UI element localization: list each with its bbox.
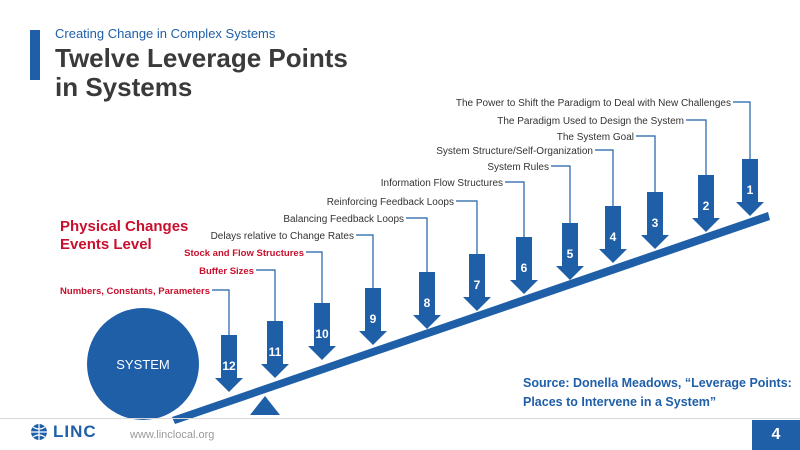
leverage-number-9: 9 [370, 312, 377, 326]
source-line-1: Source: Donella Meadows, “Leverage Point… [523, 376, 792, 390]
leverage-number-2: 2 [703, 199, 710, 213]
leader-line-4 [595, 149, 614, 206]
fulcrum-triangle [250, 396, 280, 415]
leverage-arrow-1 [736, 159, 764, 216]
leverage-number-12: 12 [222, 359, 236, 373]
leverage-arrow-12 [215, 335, 243, 392]
system-circle [87, 308, 199, 420]
leverage-label-6: Information Flow Structures [381, 178, 503, 189]
leverage-arrow-10 [308, 303, 336, 360]
leverage-label-7: Reinforcing Feedback Loops [327, 197, 454, 208]
leader-line-8 [406, 217, 428, 272]
leverage-arrow-2 [692, 175, 720, 232]
leader-line-12 [212, 289, 230, 335]
leverage-label-1: The Power to Shift the Paradigm to Deal … [456, 98, 731, 109]
leader-line-7 [456, 200, 478, 254]
leader-line-1 [733, 101, 751, 159]
leverage-arrow-4 [599, 206, 627, 263]
physical-changes-label: Physical Changes Events Level [60, 218, 188, 254]
leverage-arrow-11 [261, 321, 289, 378]
source-line-2: Places to Intervene in a System” [523, 395, 717, 409]
system-label: SYSTEM [116, 357, 169, 372]
source-citation: Source: Donella Meadows, “Leverage Point… [523, 374, 792, 412]
slide-subtitle: Creating Change in Complex Systems [55, 26, 276, 41]
title-accent-bar [30, 30, 40, 80]
leverage-label-9: Delays relative to Change Rates [211, 231, 354, 242]
leverage-arrow-7 [463, 254, 491, 311]
lever-beam [172, 212, 770, 424]
leverage-number-4: 4 [610, 230, 617, 244]
leverage-label-8: Balancing Feedback Loops [283, 214, 404, 225]
page-number-box: 4 [752, 420, 800, 450]
leverage-label-3: The System Goal [557, 132, 634, 143]
leader-line-10 [306, 251, 323, 303]
leverage-label-10: Stock and Flow Structures [184, 248, 304, 259]
leverage-number-7: 7 [474, 278, 481, 292]
leverage-number-6: 6 [521, 261, 528, 275]
leverage-number-8: 8 [424, 296, 431, 310]
physical-changes-line-2: Events Level [60, 236, 152, 253]
leverage-label-2: The Paradigm Used to Design the System [497, 116, 684, 127]
leverage-label-5: System Rules [487, 162, 549, 173]
leverage-arrow-6 [510, 237, 538, 294]
leader-line-9 [356, 234, 374, 288]
footer-divider [0, 418, 800, 419]
physical-changes-line-1: Physical Changes [60, 218, 189, 235]
leverage-arrow-3 [641, 192, 669, 249]
leverage-number-3: 3 [652, 216, 659, 230]
leverage-arrow-8 [413, 272, 441, 329]
logo-text: LINC [53, 422, 97, 441]
page-number: 4 [771, 426, 781, 443]
leader-line-2 [686, 119, 707, 175]
slide-title-line-2: in Systems [55, 72, 193, 102]
leader-line-5 [551, 165, 571, 223]
leverage-arrow-9 [359, 288, 387, 345]
slide-title: Twelve Leverage Points in Systems [55, 44, 348, 102]
leverage-label-11: Buffer Sizes [199, 266, 254, 277]
globe-icon [31, 424, 47, 440]
leader-line-6 [505, 181, 525, 237]
leverage-number-5: 5 [567, 247, 574, 261]
slide-title-line-1: Twelve Leverage Points [55, 43, 348, 73]
leader-line-3 [636, 135, 656, 192]
leverage-label-4: System Structure/Self-Organization [436, 146, 593, 157]
leverage-number-1: 1 [747, 183, 754, 197]
leverage-label-12: Numbers, Constants, Parameters [60, 286, 210, 297]
leader-line-11 [256, 269, 276, 321]
linc-logo: LINC [30, 422, 97, 442]
footer-url[interactable]: www.linclocal.org [130, 429, 215, 441]
leverage-number-10: 10 [315, 327, 329, 341]
leverage-number-11: 11 [269, 345, 282, 359]
leverage-arrow-5 [556, 223, 584, 280]
